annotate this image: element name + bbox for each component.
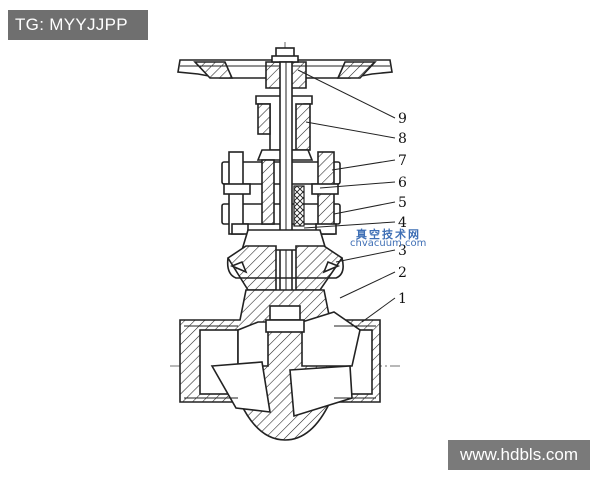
- label-part-7: 7: [398, 153, 407, 169]
- leaders: [297, 69, 396, 323]
- label-part-3: 3: [398, 243, 407, 259]
- label-part-5: 5: [398, 195, 407, 211]
- bonnet-neck: [226, 229, 344, 291]
- handwheel: [177, 47, 393, 89]
- valve-stem: [279, 61, 293, 307]
- site-watermark: www.hdbls.com: [448, 440, 590, 470]
- vacuum-watermark-en: chvacuum.com: [350, 238, 427, 249]
- label-part-8: 8: [398, 131, 407, 147]
- tg-watermark: TG: MYYJJPP: [8, 10, 148, 40]
- valve-body: [179, 289, 381, 441]
- pipe-threads: [184, 325, 376, 399]
- label-part-4: 4: [398, 215, 407, 231]
- vacuum-watermark-cn: 真空技术网: [356, 228, 421, 241]
- label-part-9: 9: [398, 111, 407, 127]
- label-part-2: 2: [398, 265, 407, 281]
- label-part-1: 1: [398, 291, 407, 307]
- yoke: [255, 95, 314, 161]
- label-part-6: 6: [398, 175, 407, 191]
